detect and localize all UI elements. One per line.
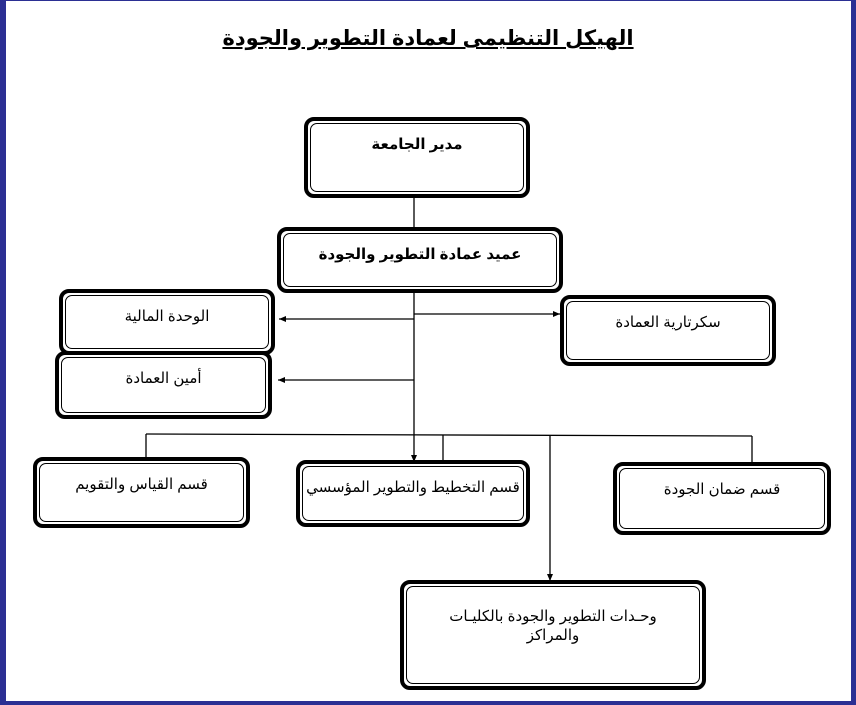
box-president-label: مدير الجامعة	[310, 123, 524, 192]
box-college-units: وحـدات التطوير والجودة بالكليـات والمراك…	[400, 580, 706, 690]
box-dean-label: عميد عمادة التطوير والجودة	[283, 233, 557, 287]
box-planning-dept-label: قسم التخطيط والتطوير المؤسسي	[302, 466, 524, 521]
box-college-units-label: وحـدات التطوير والجودة بالكليـات والمراك…	[406, 586, 700, 684]
box-dean: عميد عمادة التطوير والجودة	[277, 227, 563, 293]
box-secretariat: سكرتارية العمادة	[560, 295, 776, 366]
box-planning-dept: قسم التخطيط والتطوير المؤسسي	[296, 460, 530, 527]
box-president: مدير الجامعة	[304, 117, 530, 198]
box-measurement-dept-label: قسم القياس والتقويم	[39, 463, 244, 522]
box-secretariat-label: سكرتارية العمادة	[566, 301, 770, 360]
box-financial-unit-label: الوحدة المالية	[65, 295, 269, 349]
box-measurement-dept: قسم القياس والتقويم	[33, 457, 250, 528]
box-quality-assurance-dept-label: قسم ضمان الجودة	[619, 468, 825, 529]
page-title: الهيكل التنظيمى لعمادة التطوير والجودة	[222, 27, 634, 50]
box-deanship-secretary-label: أمين العمادة	[61, 357, 266, 413]
box-quality-assurance-dept: قسم ضمان الجودة	[613, 462, 831, 535]
box-financial-unit: الوحدة المالية	[59, 289, 275, 355]
box-deanship-secretary: أمين العمادة	[55, 351, 272, 419]
line-horizontal-bus	[145, 433, 753, 437]
